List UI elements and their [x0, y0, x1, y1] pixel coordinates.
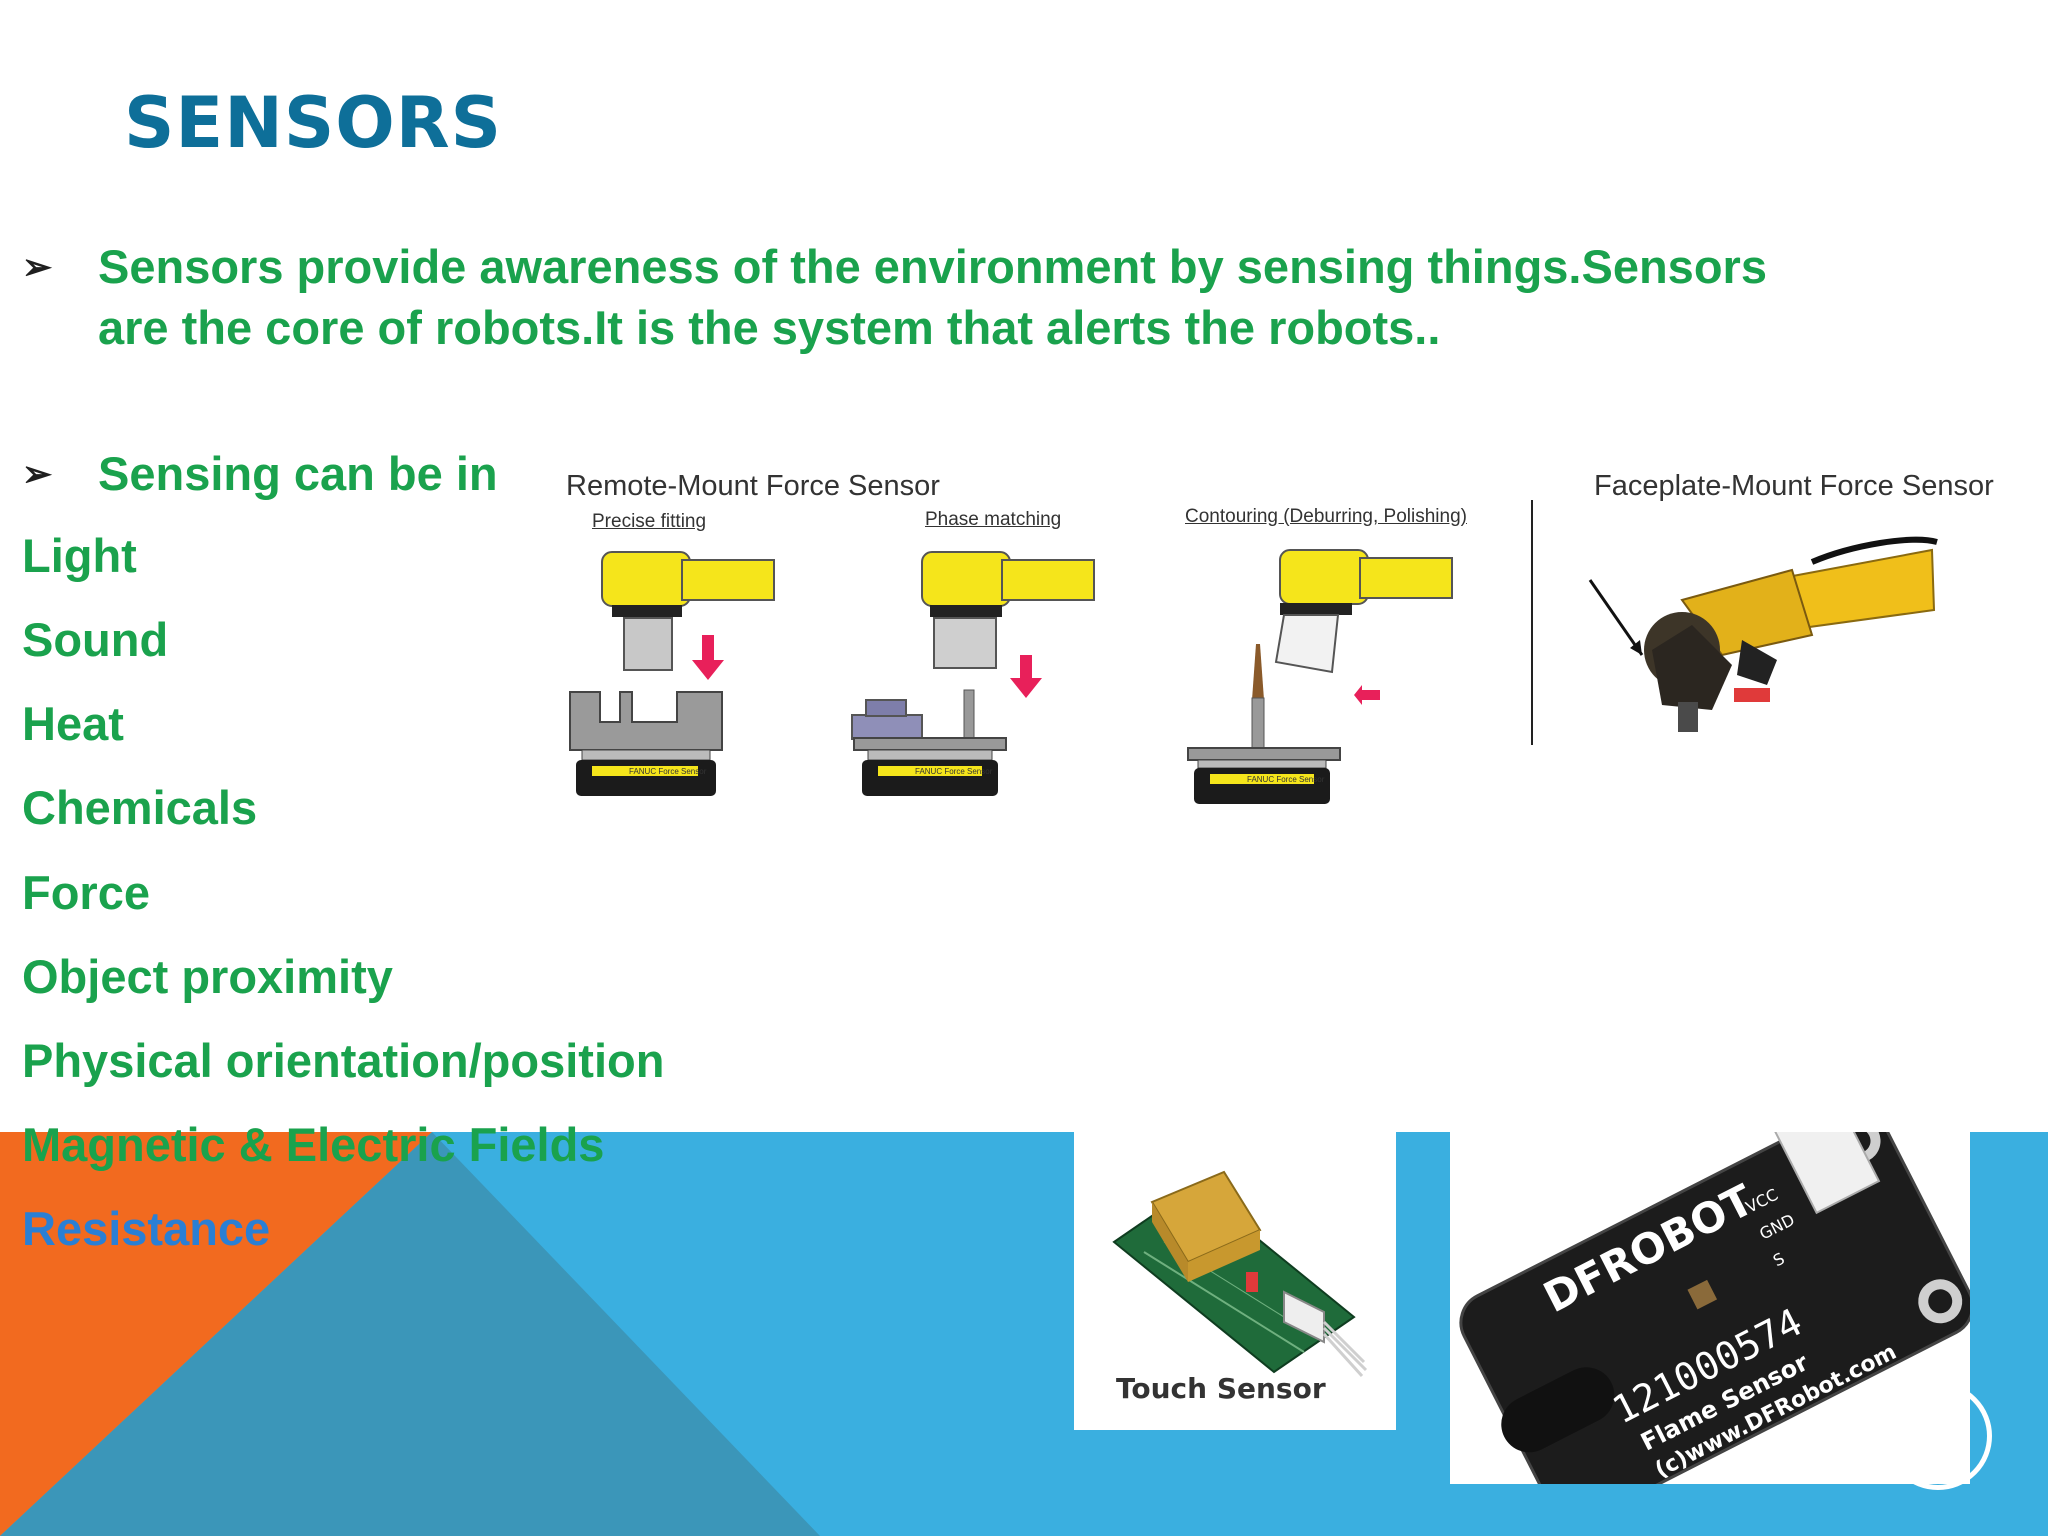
arrow-bullet-icon: ➢ [22, 453, 53, 494]
sensing-item-heat: Heat [22, 697, 124, 750]
sensing-item-proximity: Object proximity [22, 950, 393, 1003]
sensing-item-force: Force [22, 866, 150, 919]
phase-matching-diagram [851, 551, 1095, 796]
slide-number-circle [1884, 1382, 1992, 1490]
arrow-bullet-icon: ➢ [22, 246, 53, 287]
plate-text: FANUC Force Sensor [629, 767, 707, 776]
slide-title: SENSORS [124, 82, 503, 164]
plate-text: FANUC Force Sensor [1247, 775, 1325, 784]
precise-fitting-diagram [569, 551, 775, 796]
sensing-item-chemicals: Chemicals [22, 781, 258, 834]
bullet-text: Sensing can be in [98, 447, 498, 500]
sublabel-contouring: Contouring (Deburring, Polishing) [1185, 506, 1467, 527]
sublabel-precise-fitting: Precise fitting [592, 511, 707, 532]
plate-text: FANUC Force Sensor [915, 767, 993, 776]
teal-triangle [0, 1132, 820, 1536]
bullet-text: Sensors provide awareness of the environ… [98, 240, 1767, 354]
touch-sensor-image: Touch Sensor [1074, 1132, 1396, 1430]
contouring-diagram [1187, 549, 1453, 804]
flame-sensor-image: DFROBOT 121000574 Flame Sensor (c)www.DF… [1450, 1090, 1975, 1524]
force-sensor-figure: Remote-Mount Force Sensor Faceplate-Moun… [532, 450, 2048, 830]
remote-mount-label: Remote-Mount Force Sensor [566, 470, 940, 502]
force-sensor-illustration: FANUC Force Sensor FANUC Force Sensor FA… [569, 500, 1938, 804]
sensing-item-orientation: Physical orientation/position [22, 1034, 665, 1087]
touch-sensor-caption: Touch Sensor [1116, 1372, 1326, 1405]
robot-arm-illustration [1588, 536, 1938, 732]
faceplate-mount-label: Faceplate-Mount Force Sensor [1594, 470, 1994, 502]
sensing-item-sound: Sound [22, 613, 169, 666]
sensing-item-resistance: Resistance [22, 1202, 271, 1255]
sublabel-phase-matching: Phase matching [925, 509, 1062, 530]
touch-sensor-illustration: Touch Sensor [1112, 1170, 1368, 1405]
flame-sensor-illustration: DFROBOT 121000574 Flame Sensor (c)www.DF… [1459, 1090, 1975, 1524]
sensing-item-light: Light [22, 529, 137, 582]
sensing-item-fields: Magnetic & Electric Fields [22, 1118, 605, 1171]
